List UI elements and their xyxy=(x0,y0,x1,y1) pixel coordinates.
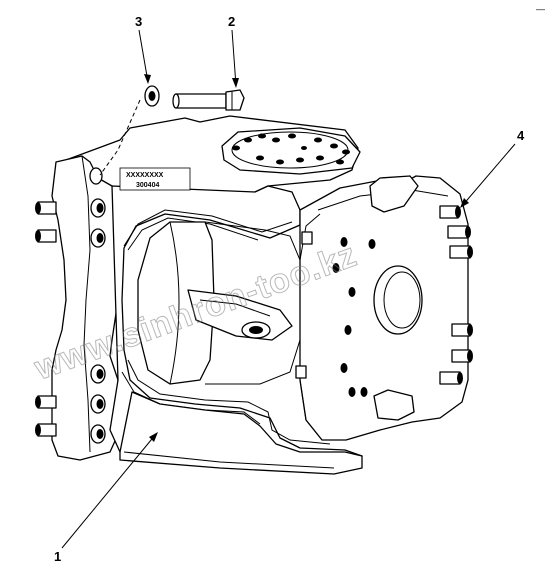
callout-4: 4 xyxy=(517,128,525,143)
washer xyxy=(144,85,160,107)
studs-left xyxy=(35,167,106,444)
flange-holes xyxy=(332,237,376,397)
callout-3: 3 xyxy=(135,14,142,29)
stamp-line-1: XXXXXXXX xyxy=(126,172,164,179)
studs-right xyxy=(295,205,473,385)
callout-2: 2 xyxy=(228,14,235,29)
stamp-line-2: 300404 xyxy=(136,182,159,189)
corner-mark: — xyxy=(536,4,545,14)
name-plate: XXXXXXXX 300404 xyxy=(119,167,191,191)
top-hub xyxy=(221,127,361,175)
inner-drum xyxy=(137,221,301,385)
bolt xyxy=(172,89,245,111)
leader-lines xyxy=(61,29,516,549)
callout-1: 1 xyxy=(54,549,61,564)
